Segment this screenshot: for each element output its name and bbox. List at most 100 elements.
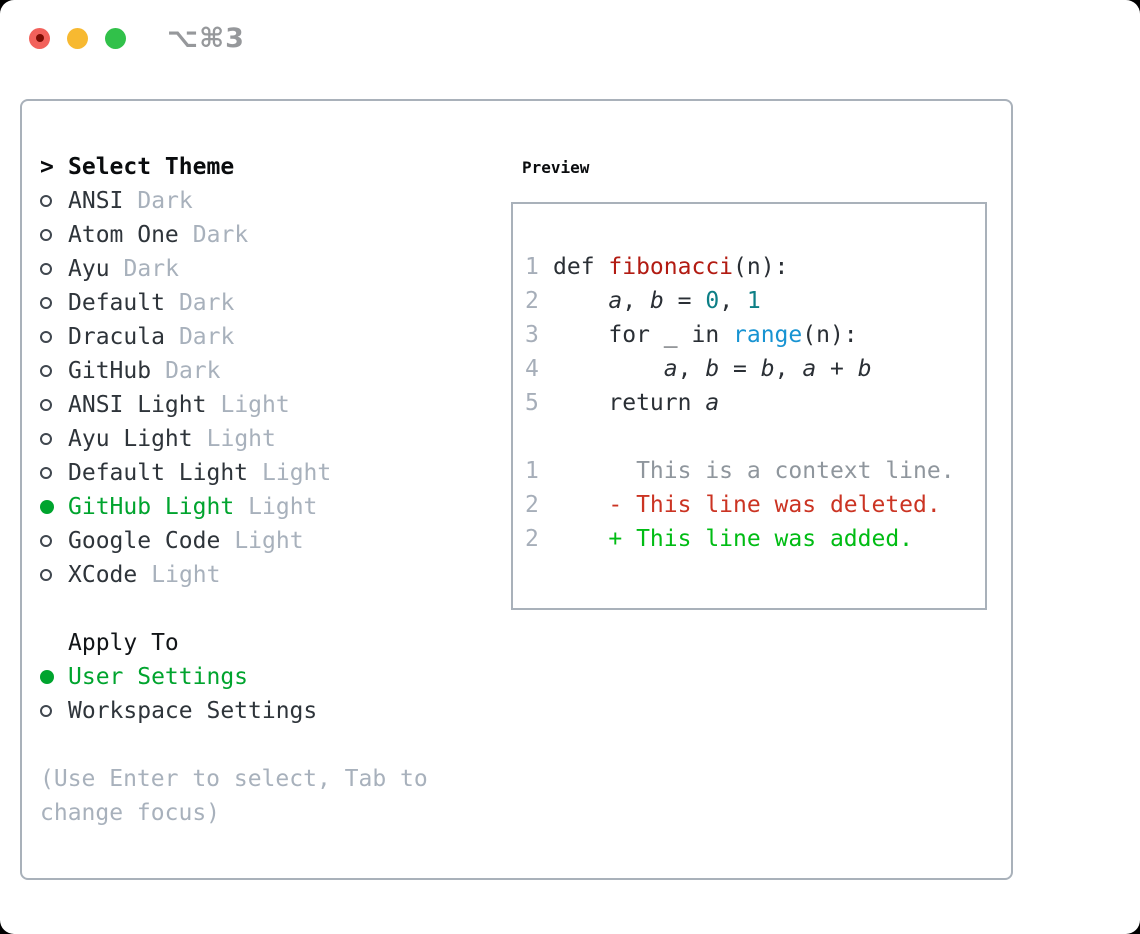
radio-icon [40,535,52,547]
radio-icon [40,467,52,479]
hint-line-1: (Use Enter to select, Tab to [40,766,428,792]
traffic-light-minimize-button[interactable] [67,27,88,49]
theme-option[interactable]: GitHub Light Light [40,490,428,524]
option-variant-tag: Dark [178,290,235,316]
apply-to-option[interactable]: Workspace Settings [40,694,428,728]
theme-option[interactable]: Atom One Dark [40,218,428,252]
code-line: 2 + This line was added. [525,522,977,556]
code-line: 3 for _ in range(n): [525,318,977,352]
code-line [525,420,977,454]
code-text: + This line was added. [553,526,914,552]
code-line: 2 - This line was deleted. [525,488,977,522]
spacer [40,728,428,762]
option-variant-tag: Light [206,426,276,452]
spacer [40,592,428,626]
radio-icon [40,399,52,411]
select-theme-header: > Select Theme [40,150,428,184]
code-text: - This line was deleted. [553,492,941,518]
line-number: 1 [525,458,539,484]
code-line: 4 a, b = b, a + b [525,352,977,386]
option-label: Ayu Light [68,426,193,452]
code-text: def fibonacci(n): [553,254,789,280]
window-title-shortcut: ⌥⌘3 [167,22,245,54]
option-label: Atom One [68,222,179,248]
line-number: 5 [525,390,539,416]
option-label: GitHub Light [68,494,235,520]
line-number: 2 [525,288,539,314]
option-label: Default [68,290,165,316]
code-text: a, b = b, a + b [663,356,872,382]
radio-icon [40,569,52,581]
option-variant-tag: Dark [165,358,221,384]
line-number: 3 [525,322,539,348]
preview-title: Preview [522,157,590,177]
option-label: Google Code [68,528,221,554]
option-label: User Settings [68,664,249,690]
option-variant-tag: Dark [137,188,193,214]
line-number: 1 [525,254,539,280]
code-line: 1 def fibonacci(n): [525,250,977,284]
option-variant-tag: Light [151,562,221,588]
radio-icon [40,297,52,309]
radio-icon [40,365,52,377]
code-line: 5 return a [525,386,977,420]
option-label: Default Light [68,460,249,486]
option-label: ANSI Light [68,392,207,418]
option-variant-tag: Light [234,528,304,554]
theme-option[interactable]: Ayu Dark [40,252,428,286]
option-variant-tag: Light [220,392,290,418]
hint-line-2: change focus) [40,800,221,826]
traffic-light-close-button[interactable] [29,27,50,49]
radio-icon [40,229,52,241]
theme-option[interactable]: Google Code Light [40,524,428,558]
theme-option[interactable]: Default Light Light [40,456,428,490]
option-label: Ayu [68,256,110,282]
radio-icon [40,433,52,445]
preview-header: Preview [511,150,1001,184]
option-label: Workspace Settings [68,698,318,724]
radio-icon [40,331,52,343]
traffic-light-zoom-button[interactable] [105,27,126,49]
code-text: return a [553,390,720,416]
code-text: for _ in range(n): [553,322,858,348]
option-variant-tag: Dark [178,324,235,350]
option-variant-tag: Light [248,494,318,520]
theme-option[interactable]: ANSI Dark [40,184,428,218]
option-variant-tag: Dark [123,256,179,282]
theme-option[interactable]: XCode Light [40,558,428,592]
theme-option[interactable]: GitHub Dark [40,354,428,388]
line-number: 2 [525,526,539,552]
code-line: 2 a, b = 0, 1 [525,284,977,318]
option-variant-tag: Dark [192,222,249,248]
option-label: ANSI [68,188,124,214]
apply-to-title: Apply To [68,630,179,656]
theme-option[interactable]: Default Dark [40,286,428,320]
code-text: This is a context line. [553,458,955,484]
apply-to-header: Apply To [40,626,428,660]
option-label: Dracula [68,324,165,350]
code-line: 1 This is a context line. [525,454,977,488]
theme-option[interactable]: Dracula Dark [40,320,428,354]
line-number: 2 [525,492,539,518]
code-text: a, b = 0, 1 [608,288,761,314]
option-label: XCode [68,562,138,588]
apply-to-option[interactable]: User Settings [40,660,428,694]
hint-text: (Use Enter to select, Tab to change focu… [40,762,428,830]
line-number: 4 [525,356,539,382]
close-dot-icon [35,34,44,42]
prompt-caret-icon: > [40,154,54,180]
option-variant-tag: Light [262,460,332,486]
select-theme-title: Select Theme [68,154,235,180]
radio-icon [40,263,52,275]
theme-option[interactable]: Ayu Light Light [40,422,428,456]
option-label: GitHub [68,358,152,384]
radio-selected-icon [40,670,54,684]
theme-option[interactable]: ANSI Light Light [40,388,428,422]
